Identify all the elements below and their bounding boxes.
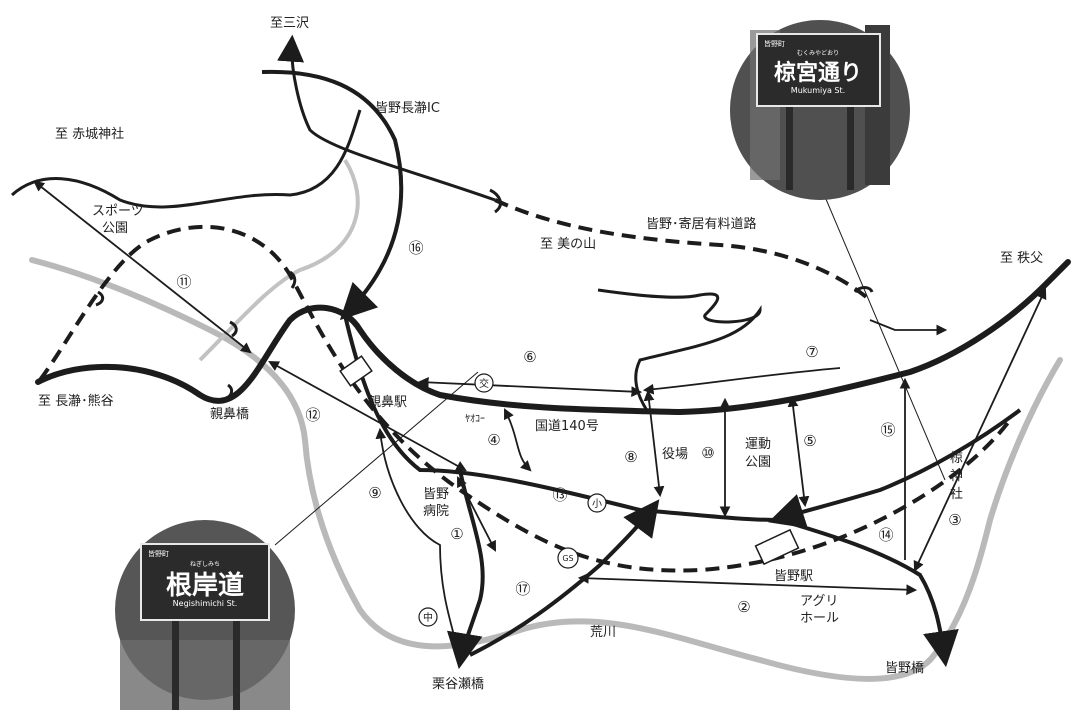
- marker-middle: 中: [423, 611, 433, 624]
- toll-road-upper: [494, 198, 872, 302]
- road-15: [768, 408, 1022, 529]
- route-10: ⑩: [701, 444, 714, 462]
- photo-negishi: [115, 520, 295, 710]
- negishi-sign-romaji: Negishimichi St.: [173, 599, 238, 608]
- mukumiya-sign-name: 椋宮通り: [774, 60, 862, 86]
- label-undo-2: 公園: [745, 455, 771, 470]
- photo-mukumiya: [730, 20, 910, 200]
- label-muku-1: 椋: [950, 451, 963, 466]
- label-minano-bridge: 皆野橋: [885, 661, 924, 676]
- label-byoin-1: 皆野: [423, 487, 449, 502]
- route-2: ②: [737, 598, 750, 616]
- road-minoyama: [597, 288, 762, 413]
- marker-police: 交: [479, 377, 489, 390]
- label-kuriyase-bridge: 栗谷瀬橋: [432, 677, 484, 692]
- route-5: ⑤: [803, 432, 816, 450]
- leader-mukumiya: [819, 184, 946, 481]
- road-kuriyase: [446, 469, 485, 670]
- dest-chichibu: 至 秩父: [1000, 251, 1043, 266]
- route-17: ⑰: [515, 580, 530, 598]
- markers: 交 小 中 GS: [418, 373, 607, 627]
- label-route-140: 国道140号: [535, 419, 599, 434]
- label-yakuba: 役場: [662, 447, 688, 462]
- route-13: ⑬: [552, 486, 567, 504]
- label-agri-1: アグリ: [800, 594, 838, 609]
- route-arrows: [33, 180, 1047, 651]
- oyahana-station-box: [339, 355, 373, 387]
- route-11: ⑪: [176, 273, 191, 291]
- label-arakawa: 荒川: [590, 625, 616, 640]
- route-12: ⑫: [305, 406, 320, 424]
- label-byoin-2: 病院: [423, 504, 449, 519]
- marker-gs: GS: [562, 554, 573, 563]
- label-sports-2: 公園: [102, 221, 128, 236]
- route-15: ⑮: [880, 421, 895, 439]
- marker-elementary: 小: [592, 498, 602, 510]
- route-9: ⑨: [368, 484, 381, 502]
- route-1: ①: [450, 525, 463, 543]
- interchange-marks: [95, 188, 874, 400]
- route-4: ④: [487, 431, 500, 449]
- road-gs: [469, 499, 660, 657]
- national-route-140: [35, 259, 1071, 416]
- leader-negishi: [274, 371, 479, 546]
- label-yaoko: ﾔｵｺｰ: [465, 413, 485, 425]
- label-muku-3: 社: [950, 486, 963, 502]
- route-3: ③: [948, 511, 961, 529]
- dest-misawa: 至三沢: [270, 16, 309, 31]
- road-misawa: [277, 34, 496, 202]
- dest-minoyama: 至 美の山: [540, 237, 596, 252]
- route-7: ⑦: [805, 343, 818, 361]
- negishi-sign-ruby: ねぎしみち: [190, 560, 220, 568]
- road-ic-to-oyahana: [261, 69, 404, 321]
- label-agri-2: ホール: [800, 611, 839, 626]
- route-16: ⑯: [408, 239, 423, 257]
- route-6: ⑥: [523, 348, 536, 366]
- route-8: ⑧: [624, 448, 637, 466]
- route-numbers: ① ② ③ ④ ⑤ ⑥ ⑦ ⑧ ⑨ ⑩ ⑪ ⑫ ⑬ ⑭ ⑮ ⑯ ⑰: [176, 239, 961, 616]
- minano-station-box: [754, 528, 800, 566]
- negishi-sign-town: 皆野町: [148, 550, 169, 558]
- label-minano-station: 皆野駅: [774, 569, 813, 584]
- label-ic: 皆野長瀞IC: [375, 100, 440, 116]
- label-sports-1: スポーツ: [92, 204, 144, 219]
- mukumiya-sign-ruby: むくみやどおり: [797, 49, 839, 57]
- label-oyahana-bridge: 親鼻橋: [210, 406, 249, 422]
- label-oyahana-station: 親鼻駅: [368, 394, 407, 410]
- dest-nagatoro: 至 長瀞･熊谷: [38, 393, 114, 409]
- dest-akagi: 至 赤城神社: [55, 126, 124, 142]
- route-14: ⑭: [878, 526, 893, 544]
- mukumiya-sign-romaji: Mukumiya St.: [791, 86, 845, 95]
- label-muku-2: 神: [950, 469, 963, 484]
- label-toll-road: 皆野･寄居有料道路: [646, 216, 757, 232]
- label-undo-1: 運動: [745, 437, 771, 452]
- negishi-sign-name: 根岸道: [166, 570, 244, 601]
- mukumiya-sign-town: 皆野町: [764, 40, 785, 48]
